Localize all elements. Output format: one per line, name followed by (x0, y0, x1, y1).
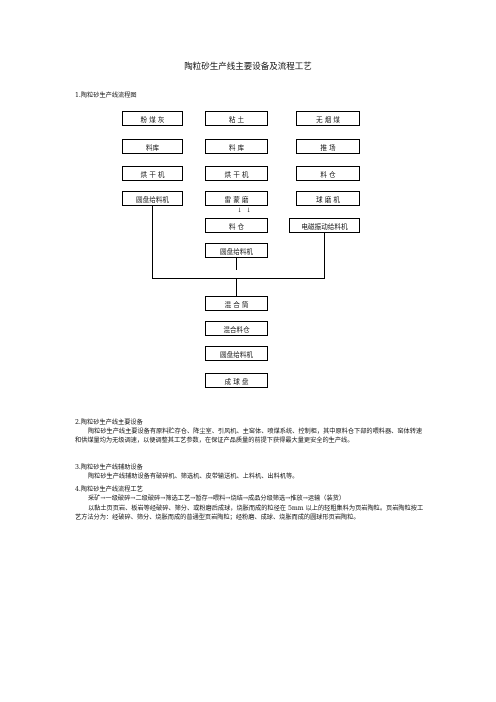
flow-box-pelletizer: 成 球 盘 (205, 373, 268, 388)
flow-box-disc-feeder-2: 圆盘给料机 (205, 243, 268, 258)
section-3-text: 陶粒砂生产线辅助设备有破碎机、筛选机、皮带输送机、上料机、出料机等。 (88, 473, 299, 480)
flow-box-vibratory-feeder: 电磁振动给料机 (289, 218, 360, 233)
section-4-process-line: 采矿→一级破碎→二级破碎→筛选工艺→暂存→喂料→烧结→成品分级筛选→推放→运输（… (88, 495, 346, 502)
arrow-down-icon: ↓ (237, 207, 243, 214)
section-heading-1: 1.陶粒砂生产线流程图 (75, 92, 137, 99)
flow-box-ball-mill: 球 磨 机 (296, 191, 360, 206)
flow-box-silo-2: 料 库 (205, 139, 268, 154)
flow-box-disc-feeder-1: 圆盘给料机 (122, 191, 183, 206)
section-2-text: 陶粒砂生产线主要设备有原料贮存仓、降尘室、引风机、主窑体、喷煤系统、控制柜，其中… (75, 428, 423, 445)
connector-line (236, 258, 237, 270)
flow-box-silo-1: 料库 (122, 139, 183, 154)
section-4-text: 以黏土页页岩、板岩等经破碎、筛分、或粉磨后成球，烧胀而成的粒径在 5mm 以上的… (75, 505, 424, 522)
connector-line (152, 278, 325, 279)
flow-box-dryer-2: 烘 干 机 (205, 166, 268, 181)
arrow-down-icon: ↓ (246, 207, 252, 214)
flow-box-disc-feeder-3: 圆盘给料机 (205, 346, 268, 361)
section-heading-2: 2.陶粒砂生产线主要设备 (75, 419, 143, 426)
section-heading-4: 4.陶粒砂生产线流程工艺 (75, 486, 143, 493)
flow-box-yard: 推 场 (296, 139, 360, 154)
flow-box-raymond-mill: 雷 蒙 磨 (205, 191, 268, 206)
flow-box-anthracite: 无 烟 煤 (296, 111, 360, 126)
flow-box-bin-2: 料 仓 (205, 218, 268, 233)
flow-box-clay: 粘 土 (205, 111, 268, 126)
flow-box-mixing-drum: 混 合 筒 (205, 296, 268, 311)
connector-line (324, 233, 325, 278)
connector-line (152, 206, 153, 278)
flow-box-fly-ash: 粉 煤 灰 (122, 111, 183, 126)
connector-line (236, 278, 237, 296)
flow-box-dryer-1: 烘 干 机 (122, 166, 183, 181)
page-title: 陶粒砂生产线主要设备及流程工艺 (184, 62, 312, 72)
flow-box-mix-silo: 混合料仓 (205, 321, 268, 336)
flow-box-bin-3: 料 仓 (296, 166, 360, 181)
section-heading-3: 3.陶粒砂生产线辅助设备 (75, 464, 143, 471)
